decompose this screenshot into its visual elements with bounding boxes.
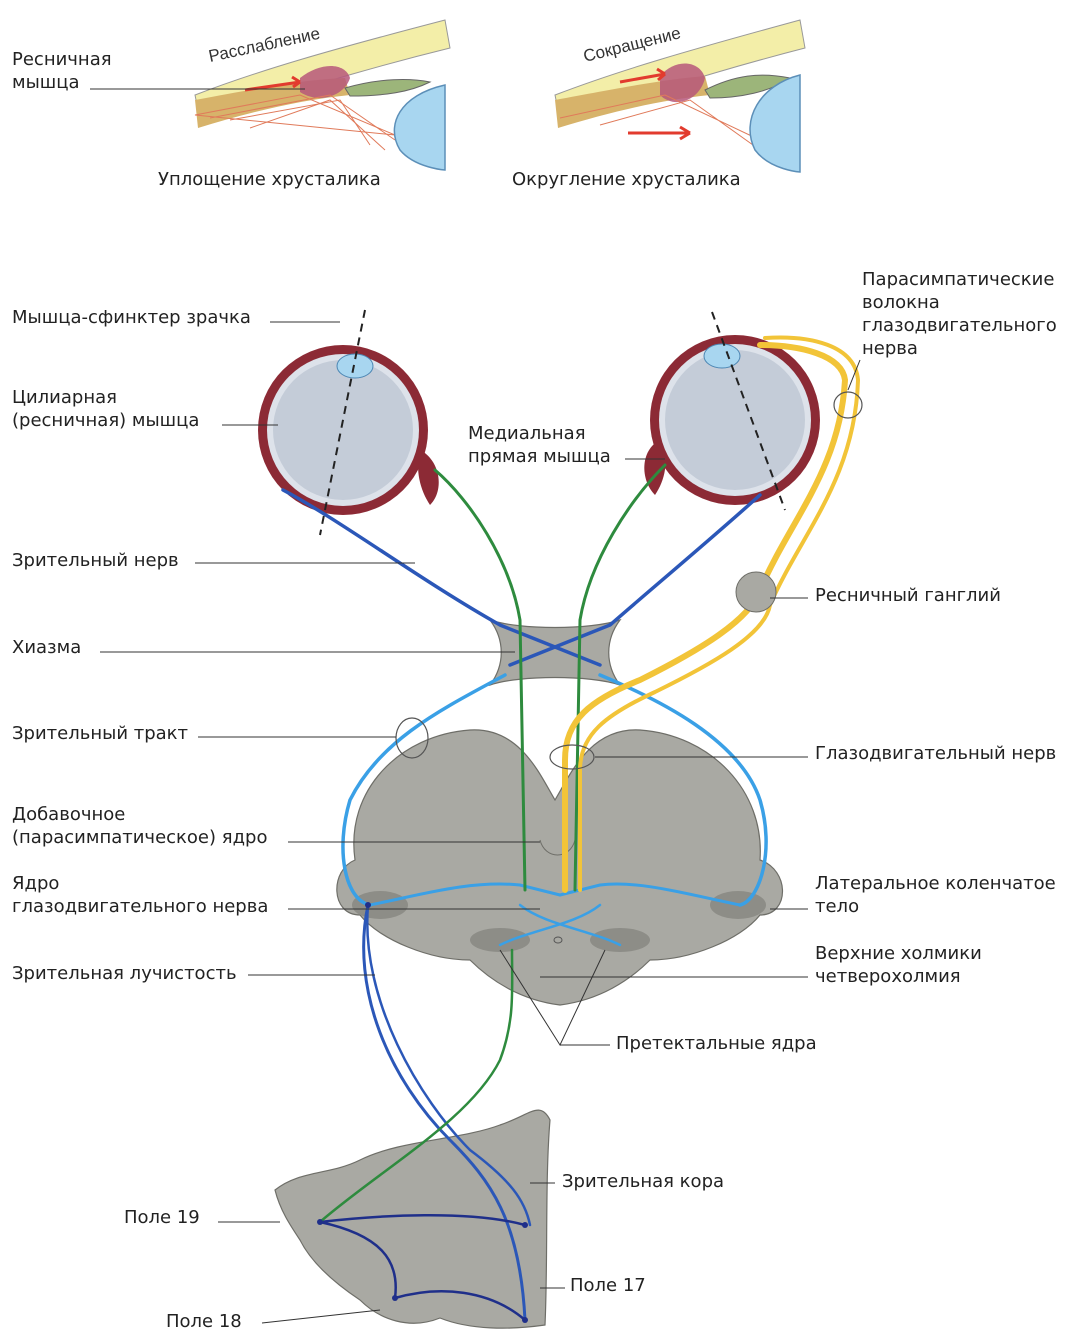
field-17-label: Поле 17 xyxy=(570,1274,646,1297)
lateral-geniculate-label: Латеральное коленчатое тело xyxy=(815,872,1056,918)
visual-cortex-section xyxy=(275,1110,550,1328)
parasympathetic-fibers-label: Парасимпатические волокна глазодвигатель… xyxy=(862,268,1057,360)
medial-rectus-label: Медиальная прямая мышца xyxy=(468,422,611,468)
oculomotor-nerve-label: Глазодвигательный нерв xyxy=(815,742,1056,765)
optic-nerve-label: Зрительный нерв xyxy=(12,549,179,572)
visual-cortex-label: Зрительная кора xyxy=(562,1170,724,1193)
field-19-label: Поле 19 xyxy=(124,1206,200,1229)
accessory-nucleus-label: Добавочное (парасимпатическое) ядро xyxy=(12,803,267,849)
chiasm-label: Хиазма xyxy=(12,636,81,659)
accommodation-contracted-illustration xyxy=(555,20,805,172)
oculomotor-nucleus-label: Ядро глазодвигательного нерва xyxy=(12,872,268,918)
field-18-label: Поле 18 xyxy=(166,1310,242,1333)
lens-rounding-caption: Округление хрусталика xyxy=(512,168,741,191)
ciliary-muscle-label: Ресничная мышца xyxy=(12,48,112,94)
superior-colliculi-label: Верхние холмики четверохолмия xyxy=(815,942,982,988)
right-eyeball xyxy=(644,312,820,510)
pupil-sphincter-label: Мышца-сфинктер зрачка xyxy=(12,306,251,329)
lens-flatten-caption: Уплощение хрусталика xyxy=(158,168,381,191)
optic-radiation-label: Зрительная лучистость xyxy=(12,962,237,985)
midbrain-section xyxy=(337,730,783,1005)
ciliary-ganglion-label: Ресничный ганглий xyxy=(815,584,1001,607)
ciliary-muscle-main-label: Цилиарная (ресничная) мышца xyxy=(12,386,199,432)
left-eyeball xyxy=(258,310,439,535)
pretectal-nuclei-label: Претектальные ядра xyxy=(616,1032,817,1055)
optic-tract-label: Зрительный тракт xyxy=(12,722,188,745)
